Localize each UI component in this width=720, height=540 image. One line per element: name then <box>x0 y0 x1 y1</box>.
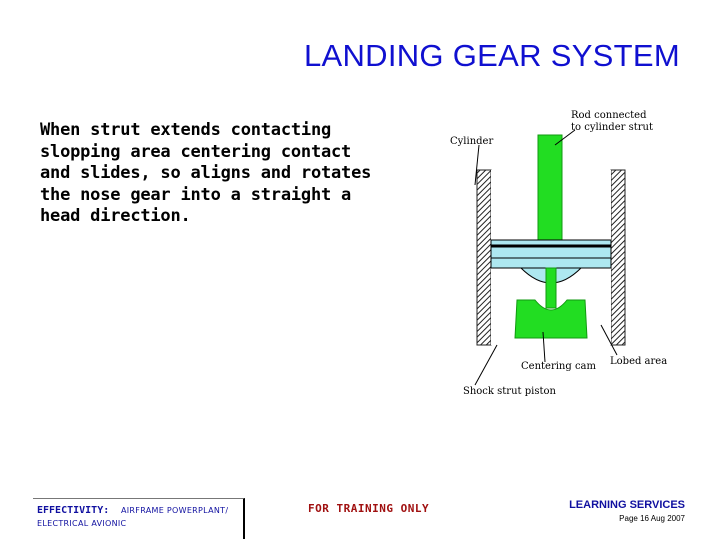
label-shock-strut-piston: Shock strut piston <box>463 386 556 397</box>
effectivity-value-2: ELECTRICAL AVIONIC <box>37 519 127 528</box>
centering-cam <box>514 299 588 339</box>
left-cylinder-wall <box>476 169 492 346</box>
nose-gear-centering-diagram: Cylinder Rod connected to cylinder strut… <box>425 100 715 410</box>
right-cylinder-wall <box>610 169 626 346</box>
slide-title: LANDING GEAR SYSTEM <box>303 38 680 73</box>
effectivity-label: EFFECTIVITY: <box>37 505 110 516</box>
label-cylinder: Cylinder <box>450 136 493 147</box>
training-notice: FOR TRAINING ONLY <box>308 502 430 515</box>
effectivity-value-1: AIRFRAME POWERPLANT/ <box>121 506 229 515</box>
page-date: Page 16 Aug 2007 <box>619 514 685 523</box>
slide-body-text: When strut extends contacting slopping a… <box>40 120 372 226</box>
piston-stem <box>545 267 557 309</box>
effectivity-box: EFFECTIVITY: AIRFRAME POWERPLANT/ ELECTR… <box>33 498 245 539</box>
diagram-svg: Cylinder Rod connected to cylinder strut… <box>450 110 667 397</box>
strut-rod <box>537 134 563 248</box>
label-centering-cam: Centering cam <box>521 361 597 372</box>
learning-services-label: LEARNING SERVICES <box>569 499 685 511</box>
label-rod-line2: to cylinder strut <box>571 122 653 133</box>
piston-head <box>490 239 612 269</box>
label-rod-line1: Rod connected <box>571 110 647 121</box>
label-lobed-area: Lobed area <box>610 356 667 367</box>
